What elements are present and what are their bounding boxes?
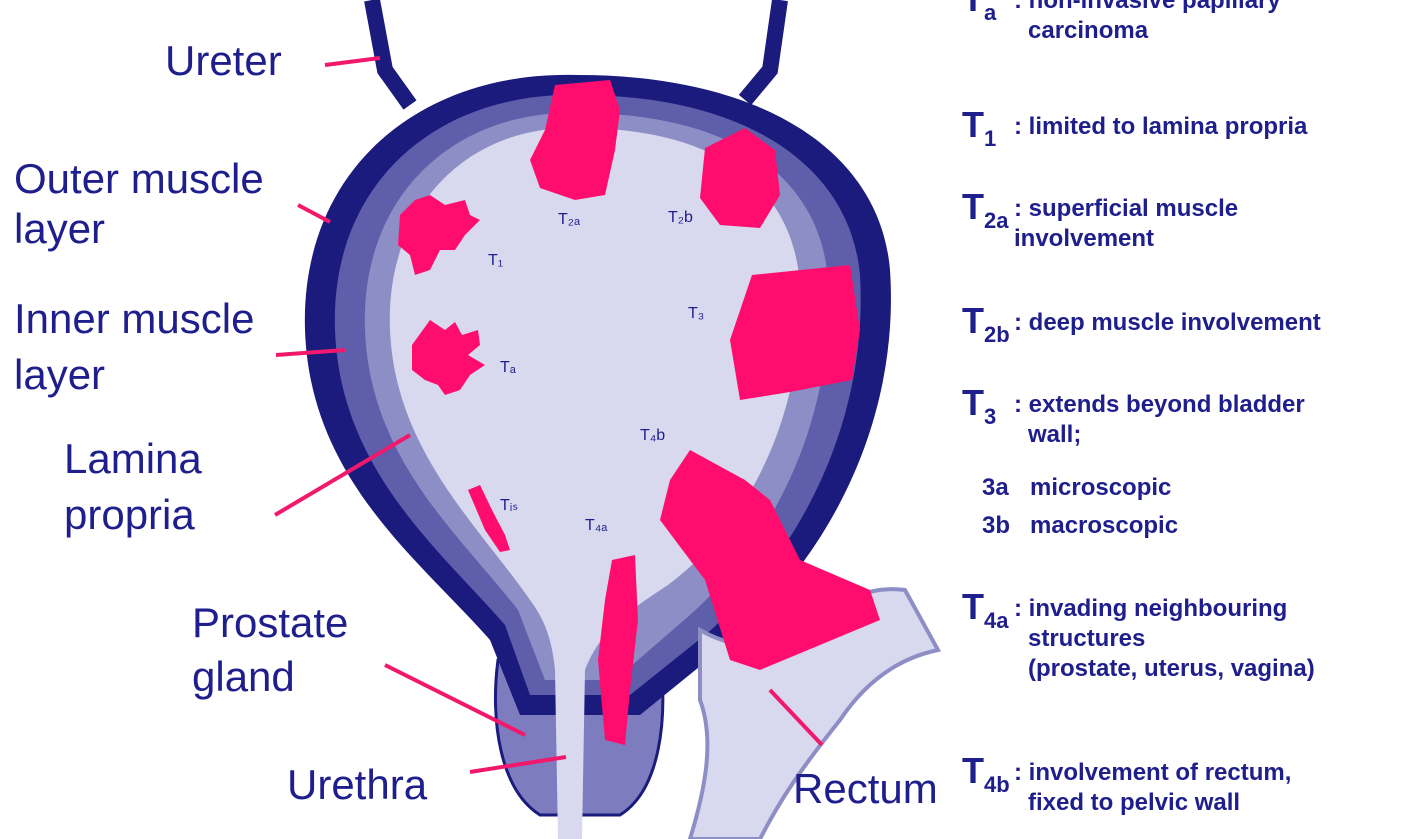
- legend-t3-line2: wall;: [1014, 420, 1305, 450]
- label-outer-muscle-1: Outer muscle: [14, 154, 264, 204]
- label-lamina-1: Lamina: [64, 434, 202, 484]
- ureter-left: [372, 0, 410, 105]
- legend-t4b-t: T: [962, 750, 984, 791]
- legend-t2a-sub: 2a: [984, 208, 1008, 233]
- legend-t4a-line2: structures: [1014, 624, 1315, 654]
- legend-t4b-line1: : involvement of rectum,: [1014, 758, 1291, 788]
- legend-t3-sub-a-text: microscopic: [1030, 474, 1171, 502]
- label-inner-muscle-1: Inner muscle: [14, 294, 254, 344]
- mark-t1: T₁: [488, 252, 503, 269]
- leader-outer-muscle: [298, 205, 330, 222]
- tumour-t3: [730, 265, 860, 400]
- legend-t4a-line1: : invading neighbouring: [1014, 594, 1315, 624]
- label-outer-muscle-2: layer: [14, 204, 105, 254]
- legend-t4b-sub: 4b: [984, 772, 1010, 797]
- label-rectum: Rectum: [793, 764, 938, 814]
- legend-t2a-t: T: [962, 186, 984, 227]
- mark-t3: T₃: [688, 305, 704, 322]
- mark-ta: Tₐ: [500, 359, 517, 376]
- label-prostate-2: gland: [192, 652, 295, 702]
- legend-t1-sub: 1: [984, 126, 996, 151]
- legend-t3-sub-b: 3bmacroscopic: [982, 512, 1178, 540]
- legend-t3-t: T: [962, 382, 984, 423]
- legend-t2b-t: T: [962, 300, 984, 341]
- mark-t2b: T₂b: [668, 209, 693, 226]
- ureter-right: [745, 0, 780, 100]
- label-lamina-2: propria: [64, 490, 195, 540]
- legend-t2a-line1: : superficial muscle: [1014, 194, 1238, 224]
- legend-t3-sub: 3: [984, 404, 996, 429]
- mark-t4b: T₄b: [640, 427, 665, 444]
- legend-ta-sub: a: [984, 0, 996, 25]
- mark-t4a: T₄ₐ: [585, 517, 608, 534]
- legend-t3-line1: : extends beyond bladder: [1014, 390, 1305, 420]
- legend-t3-sub-a: 3amicroscopic: [982, 474, 1171, 502]
- legend-t2b-line1: : deep muscle involvement: [1014, 308, 1321, 338]
- mark-tis: Tᵢₛ: [500, 497, 518, 514]
- legend-t2b-sub: 2b: [984, 322, 1010, 347]
- label-prostate-1: Prostate: [192, 598, 348, 648]
- legend-t1-line1: : limited to lamina propria: [1014, 112, 1307, 142]
- mark-t2a: T₂ₐ: [558, 211, 581, 228]
- label-urethra: Urethra: [287, 760, 427, 810]
- legend-t3-sub-b-text: macroscopic: [1030, 512, 1178, 540]
- staging-legend: Ta : non-invasive papillary carcinoma T1…: [962, 0, 1424, 839]
- legend-t4a-sub: 4a: [984, 608, 1008, 633]
- label-ureter: Ureter: [165, 36, 282, 86]
- legend-ta-line1: : non-invasive papillary: [1014, 0, 1281, 16]
- legend-t2a-line2: involvement: [1014, 224, 1238, 254]
- legend-t3-sub-b-code: 3b: [982, 512, 1030, 540]
- leader-ureter: [325, 58, 380, 65]
- legend-t4a-line3: (prostate, uterus, vagina): [1014, 654, 1315, 684]
- legend-ta-line2: carcinoma: [1014, 16, 1281, 46]
- legend-ta-t: T: [962, 0, 984, 19]
- legend-t4b-line2: fixed to pelvic wall: [1014, 788, 1291, 818]
- legend-t1-t: T: [962, 104, 984, 145]
- label-inner-muscle-2: layer: [14, 350, 105, 400]
- legend-t3-sub-a-code: 3a: [982, 474, 1030, 502]
- legend-t4a-t: T: [962, 586, 984, 627]
